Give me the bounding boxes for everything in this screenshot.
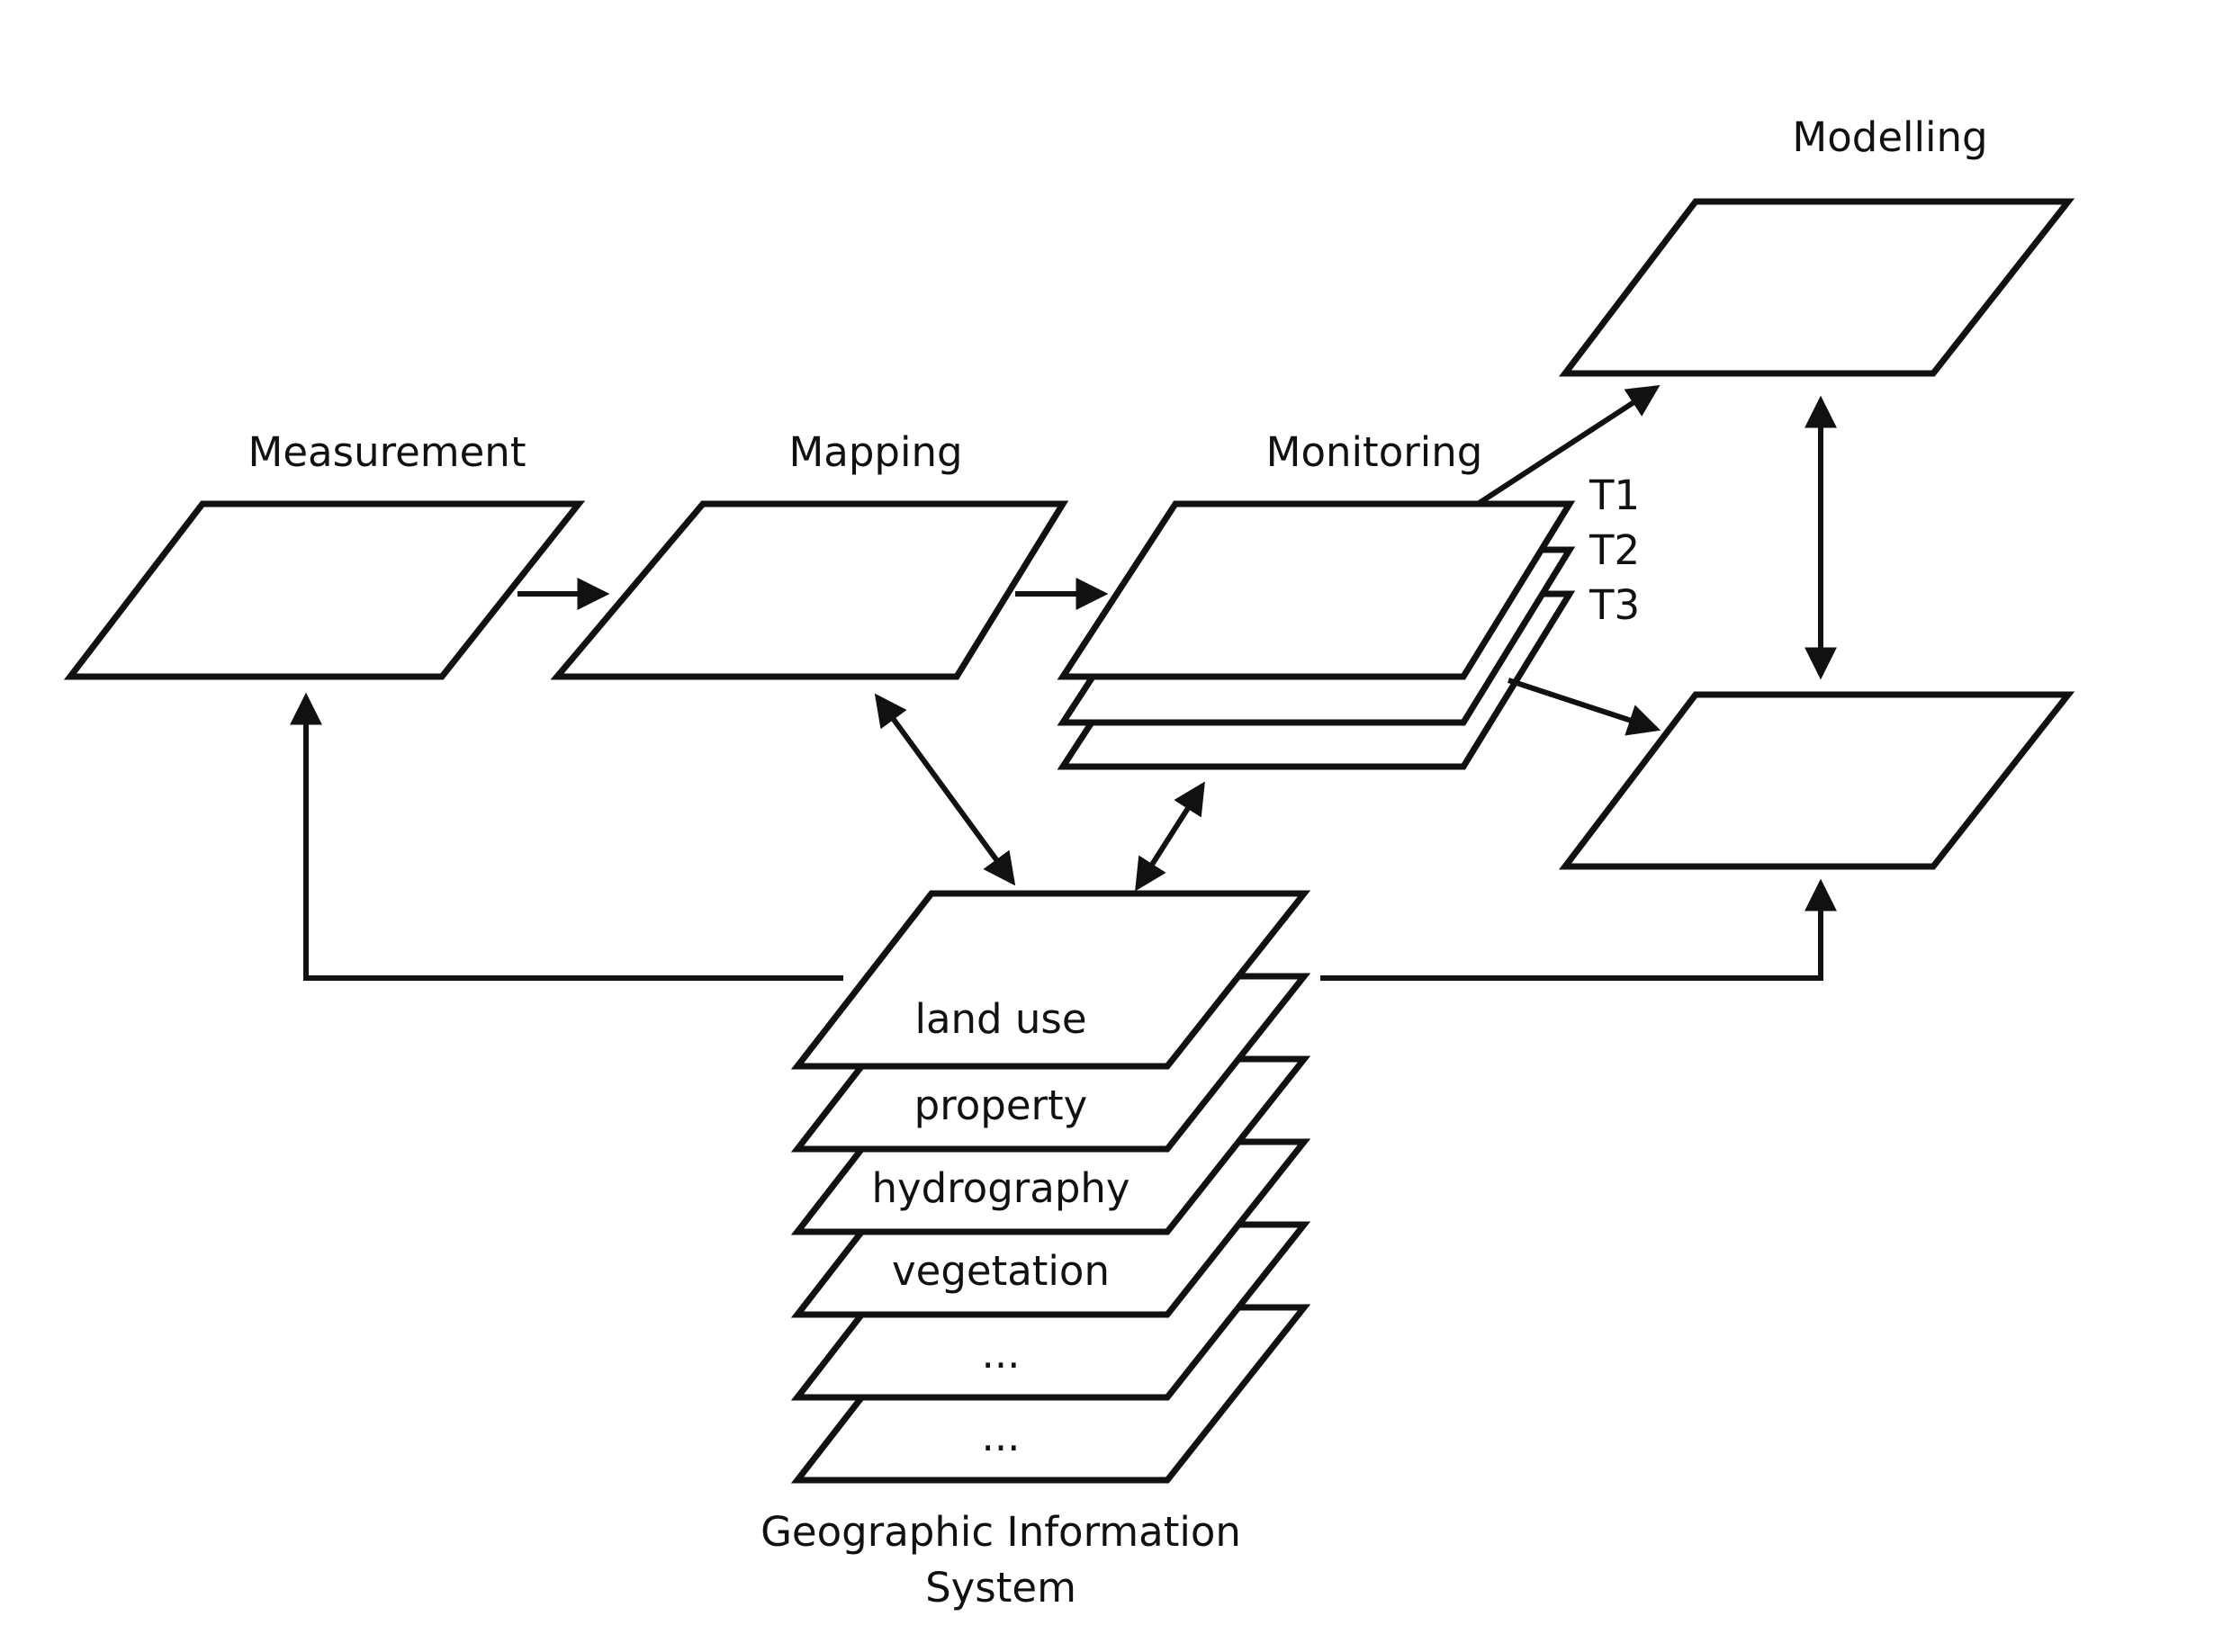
time-label-t2: T2 bbox=[1588, 526, 1640, 574]
arrow-monitoring-to-modelling-bottom bbox=[1508, 678, 1661, 736]
modelling-plane-top bbox=[1558, 198, 2075, 377]
gis-layer-label: ... bbox=[982, 1330, 1021, 1378]
arrow-monitoring-to-modelling-top bbox=[1476, 385, 1660, 507]
gis-layer-label: ... bbox=[982, 1413, 1021, 1460]
measurement-label: Measurement bbox=[248, 428, 526, 476]
gis-layer: land use bbox=[790, 890, 1311, 1070]
gis-layer-label: hydrography bbox=[871, 1164, 1130, 1212]
gis-layer-label: land use bbox=[914, 995, 1086, 1043]
arrow-gis-mapping bbox=[874, 693, 1016, 886]
gis-caption-line2: System bbox=[925, 1564, 1076, 1612]
time-label-t1: T1 bbox=[1588, 471, 1640, 519]
gis-caption-line1: Geographic Information bbox=[760, 1508, 1241, 1556]
measurement-plane bbox=[63, 500, 586, 680]
mapping-label: Mapping bbox=[788, 428, 962, 476]
modelling-plane-bottom bbox=[1558, 691, 2075, 870]
gis-layer-label: vegetation bbox=[892, 1247, 1110, 1295]
arrow-gis-to-modelling bbox=[1320, 878, 1837, 981]
monitoring-label: Monitoring bbox=[1266, 428, 1483, 476]
arrow-gis-to-measurement bbox=[290, 692, 843, 981]
monitoring-layer-t1 bbox=[1057, 500, 1576, 680]
gis-layer-stack: ... ... vegetation hydrography property … bbox=[790, 890, 1311, 1484]
modelling-label: Modelling bbox=[1792, 113, 1987, 161]
arrow-gis-monitoring bbox=[1135, 781, 1205, 892]
time-label-t3: T3 bbox=[1588, 581, 1640, 629]
gis-layer-label: property bbox=[914, 1082, 1088, 1129]
mapping-plane bbox=[550, 500, 1069, 680]
